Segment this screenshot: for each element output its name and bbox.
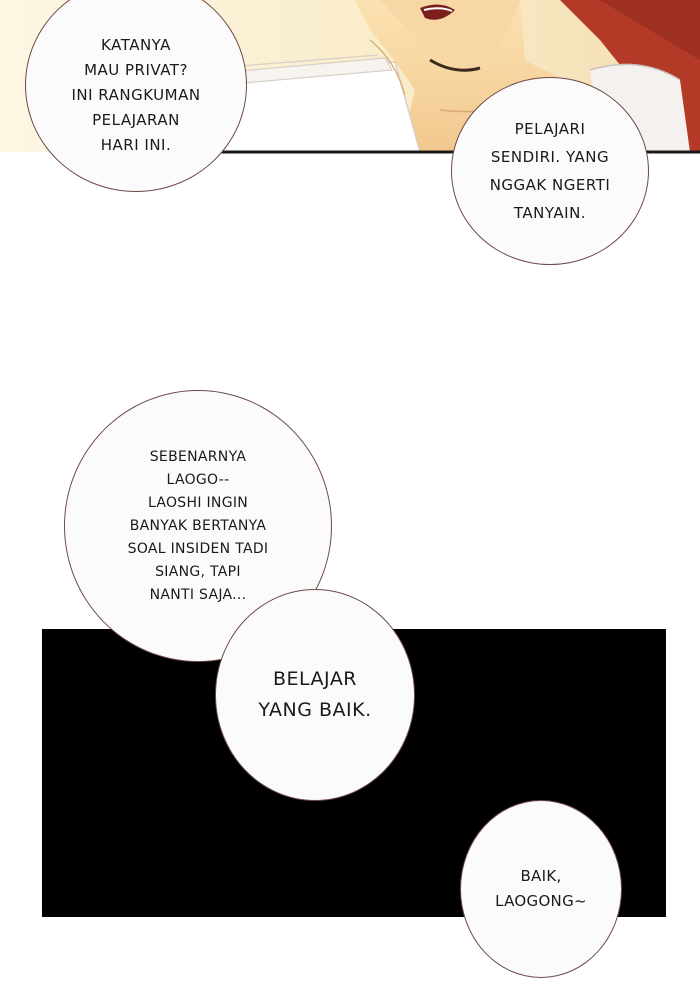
speech-text: PELAJARI SENDIRI. YANG NGGAK NGERTI TANY…	[489, 120, 611, 222]
speech-bubble-middle-center: BELAJAR YANG BAIK.	[215, 589, 415, 801]
speech-bubble-top-right: PELAJARI SENDIRI. YANG NGGAK NGERTI TANY…	[451, 77, 649, 265]
speech-text: SEBENARNYA LAOGO-- LAOSHI INGIN BANYAK B…	[127, 448, 269, 603]
speech-bubble-top-left: KATANYA MAU PRIVAT? INI RANGKUMAN PELAJA…	[25, 0, 247, 192]
speech-text: BAIK, LAOGONG~	[495, 867, 587, 910]
top-illustration-panel	[0, 0, 700, 155]
speech-bubble-bottom-right: BAIK, LAOGONG~	[460, 800, 622, 978]
speech-text: BELAJAR YANG BAIK.	[258, 668, 372, 721]
speech-text: KATANYA MAU PRIVAT? INI RANGKUMAN PELAJA…	[71, 35, 201, 154]
character-illustration	[0, 0, 700, 154]
